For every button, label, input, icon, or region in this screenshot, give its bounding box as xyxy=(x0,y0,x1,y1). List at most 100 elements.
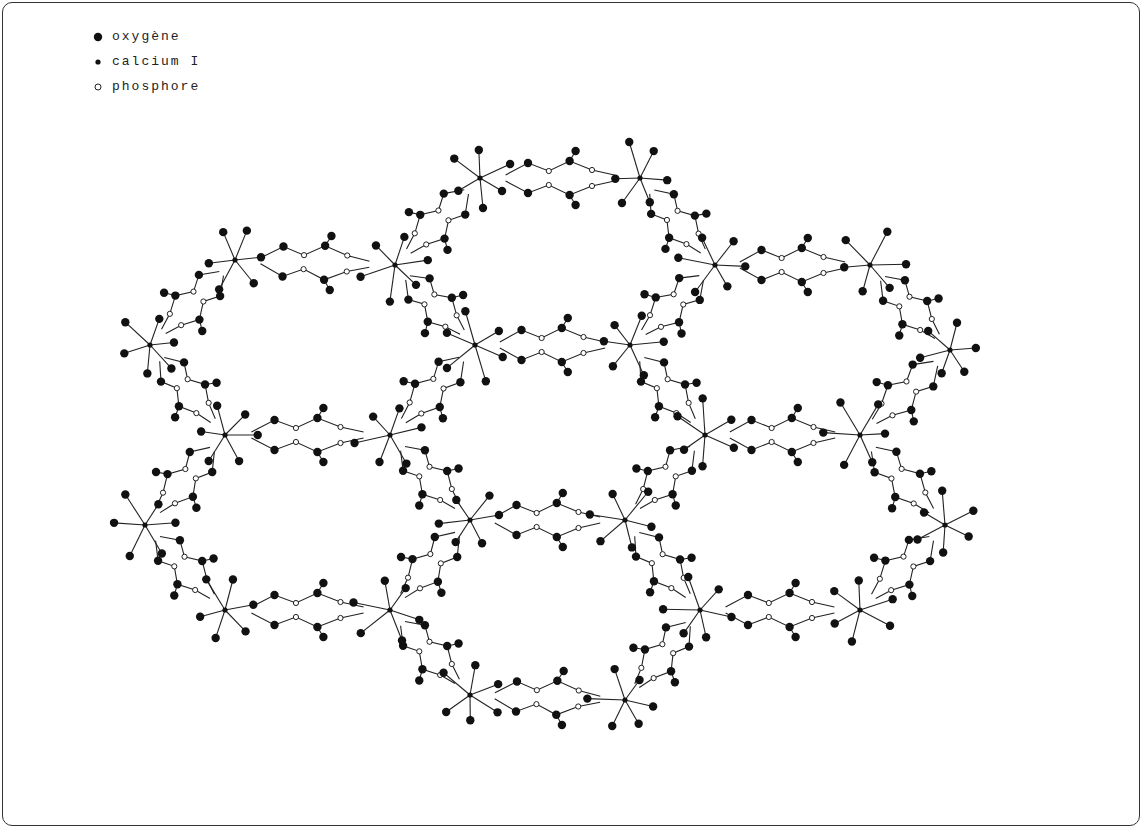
atoms xyxy=(110,138,980,730)
phosphorus-atom xyxy=(821,270,826,275)
oxygen-atom xyxy=(920,508,928,516)
bond xyxy=(917,525,945,540)
bond xyxy=(470,695,498,712)
oxygen-atom xyxy=(840,461,848,469)
oxygen-atom xyxy=(646,588,654,596)
oxygen-atom xyxy=(929,382,937,390)
oxygen-atom xyxy=(905,536,913,544)
phosphorus-atom xyxy=(338,599,343,604)
oxygen-atom xyxy=(632,464,640,472)
oxygen-atom xyxy=(638,312,646,320)
bond xyxy=(950,323,957,350)
bond-chain xyxy=(877,366,938,424)
bond xyxy=(225,605,253,610)
bond-chain xyxy=(635,623,686,684)
oxygen-atom xyxy=(938,487,946,495)
bond-chain xyxy=(740,268,845,282)
bond xyxy=(703,435,705,466)
oxygen-atom xyxy=(609,362,617,370)
oxygen-sample xyxy=(94,32,102,40)
bond xyxy=(470,496,489,520)
legend-text: oxygène xyxy=(112,29,181,44)
bond xyxy=(354,603,390,610)
oxygen-atom xyxy=(610,321,618,329)
oxygen-atom xyxy=(402,459,410,467)
oxygen-atom xyxy=(399,377,407,385)
oxygen-atom xyxy=(257,253,265,261)
phosphorus-atom xyxy=(344,269,349,274)
calcium-atom xyxy=(392,262,397,267)
bond xyxy=(715,241,734,265)
bond xyxy=(470,665,475,695)
bond xyxy=(390,265,395,302)
bond xyxy=(630,342,664,345)
oxygen-atom xyxy=(660,338,668,346)
oxygen-atom xyxy=(213,402,221,410)
phosphorus-atom xyxy=(443,324,448,329)
oxygen-atom xyxy=(559,543,567,551)
oxygen-atom xyxy=(788,448,796,456)
oxygen-atom xyxy=(356,273,364,281)
bond xyxy=(390,427,421,435)
oxygen-atom xyxy=(698,234,706,242)
phosphorus-atom xyxy=(652,497,657,502)
oxygen-atom xyxy=(788,414,796,422)
oxygen-atom xyxy=(798,278,806,286)
oxygen-atom xyxy=(494,680,502,688)
oxygen-atom xyxy=(421,329,429,337)
phosphorus-atom xyxy=(889,588,894,593)
bond xyxy=(439,520,470,524)
oxygen-atom xyxy=(729,237,737,245)
oxygen-atom xyxy=(635,676,643,684)
calcium-atom xyxy=(387,432,392,437)
oxygen-atom xyxy=(121,490,129,498)
oxygen-atom xyxy=(672,501,680,509)
oxygen-atom xyxy=(158,549,166,557)
oxygen-atom xyxy=(596,537,604,545)
calcium-sample xyxy=(95,59,100,64)
oxygen-atom xyxy=(186,448,194,456)
oxygen-atom xyxy=(126,552,134,560)
bond xyxy=(470,515,499,520)
phosphorus-atom xyxy=(660,552,665,557)
bond xyxy=(835,610,860,624)
bond xyxy=(390,610,402,641)
oxygen-atom xyxy=(785,623,793,631)
bond xyxy=(225,435,239,461)
oxygen-atom xyxy=(559,667,567,675)
oxygen-atom xyxy=(830,587,838,595)
oxygen-atom xyxy=(451,538,459,546)
oxygen-atom xyxy=(730,444,738,452)
oxygen-atom xyxy=(479,204,487,212)
phosphorus-atom xyxy=(183,466,188,471)
phosphorus-atom xyxy=(293,439,298,444)
phosphorus-atom xyxy=(436,208,441,213)
oxygen-atom xyxy=(254,431,262,439)
oxygen-atom xyxy=(655,402,663,410)
bond xyxy=(622,178,640,203)
oxygen-atom xyxy=(660,358,668,366)
oxygen-atom xyxy=(439,669,447,677)
bond-chain xyxy=(639,533,690,594)
phosphorus-atom xyxy=(899,466,904,471)
phosphorus-atom xyxy=(431,376,436,381)
oxygen-atom xyxy=(475,146,483,154)
oxygen-atom xyxy=(673,412,681,420)
oxygen-atom xyxy=(349,598,357,606)
phosphorus-atom xyxy=(639,665,644,670)
bond xyxy=(678,258,715,265)
oxygen-atom xyxy=(883,227,891,235)
oxygen-atom xyxy=(646,198,654,206)
oxygen-atom xyxy=(634,720,642,728)
phosphorus-atom xyxy=(821,254,826,259)
bond xyxy=(444,673,470,695)
oxygen-atom xyxy=(249,601,257,609)
oxygen-atom xyxy=(425,274,433,282)
oxygen-atom xyxy=(452,496,460,504)
bond xyxy=(395,260,428,265)
calcium-atom xyxy=(622,697,627,702)
oxygen-atom xyxy=(209,554,217,562)
calcium-atom xyxy=(857,432,862,437)
oxygen-atom xyxy=(659,605,667,613)
bond-chain xyxy=(872,537,930,595)
